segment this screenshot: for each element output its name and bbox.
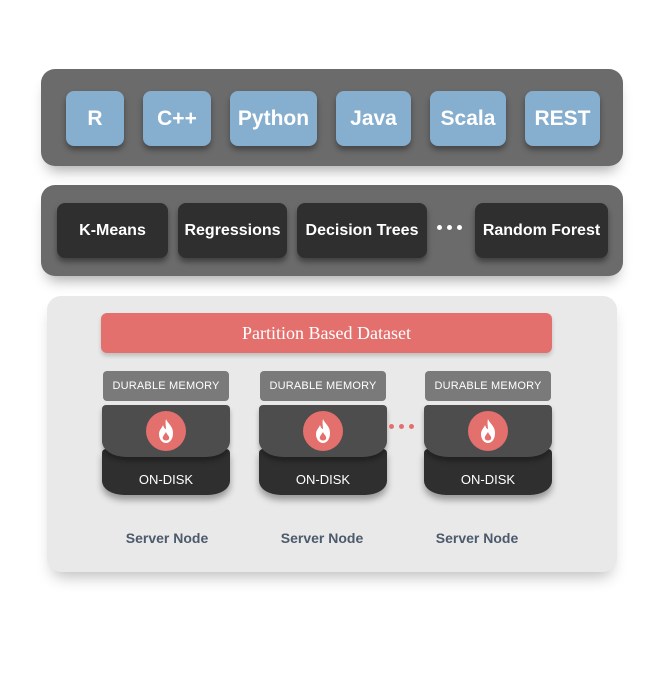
algorithm-regressions: Regressions	[178, 203, 287, 258]
durable-memory-label: DURABLE MEMORY	[425, 371, 551, 401]
memory-block	[102, 405, 230, 457]
language-python: Python	[230, 91, 317, 146]
partition-dataset-bar: Partition Based Dataset	[101, 313, 552, 353]
language-r: R	[66, 91, 124, 146]
language-java: Java	[336, 91, 411, 146]
algorithm-decision-trees: Decision Trees	[297, 203, 427, 258]
on-disk-label: ON-DISK	[460, 472, 516, 487]
language-scala: Scala	[430, 91, 506, 146]
language-cpp: C++	[143, 91, 211, 146]
flame-icon	[146, 411, 186, 451]
algorithm-k-means: K-Means	[57, 203, 168, 258]
server-node-caption: Server Node	[435, 530, 519, 546]
memory-block	[259, 405, 387, 457]
durable-memory-label: DURABLE MEMORY	[103, 371, 229, 401]
ellipsis-icon	[437, 225, 462, 230]
algorithm-random-forest: Random Forest	[475, 203, 608, 258]
language-rest: REST	[525, 91, 600, 146]
server-node-caption: Server Node	[280, 530, 364, 546]
flame-icon	[468, 411, 508, 451]
memory-block	[424, 405, 552, 457]
ellipsis-icon	[389, 424, 414, 429]
on-disk-label: ON-DISK	[138, 472, 194, 487]
durable-memory-label: DURABLE MEMORY	[260, 371, 386, 401]
server-node-caption: Server Node	[125, 530, 209, 546]
flame-icon	[303, 411, 343, 451]
on-disk-label: ON-DISK	[295, 472, 351, 487]
